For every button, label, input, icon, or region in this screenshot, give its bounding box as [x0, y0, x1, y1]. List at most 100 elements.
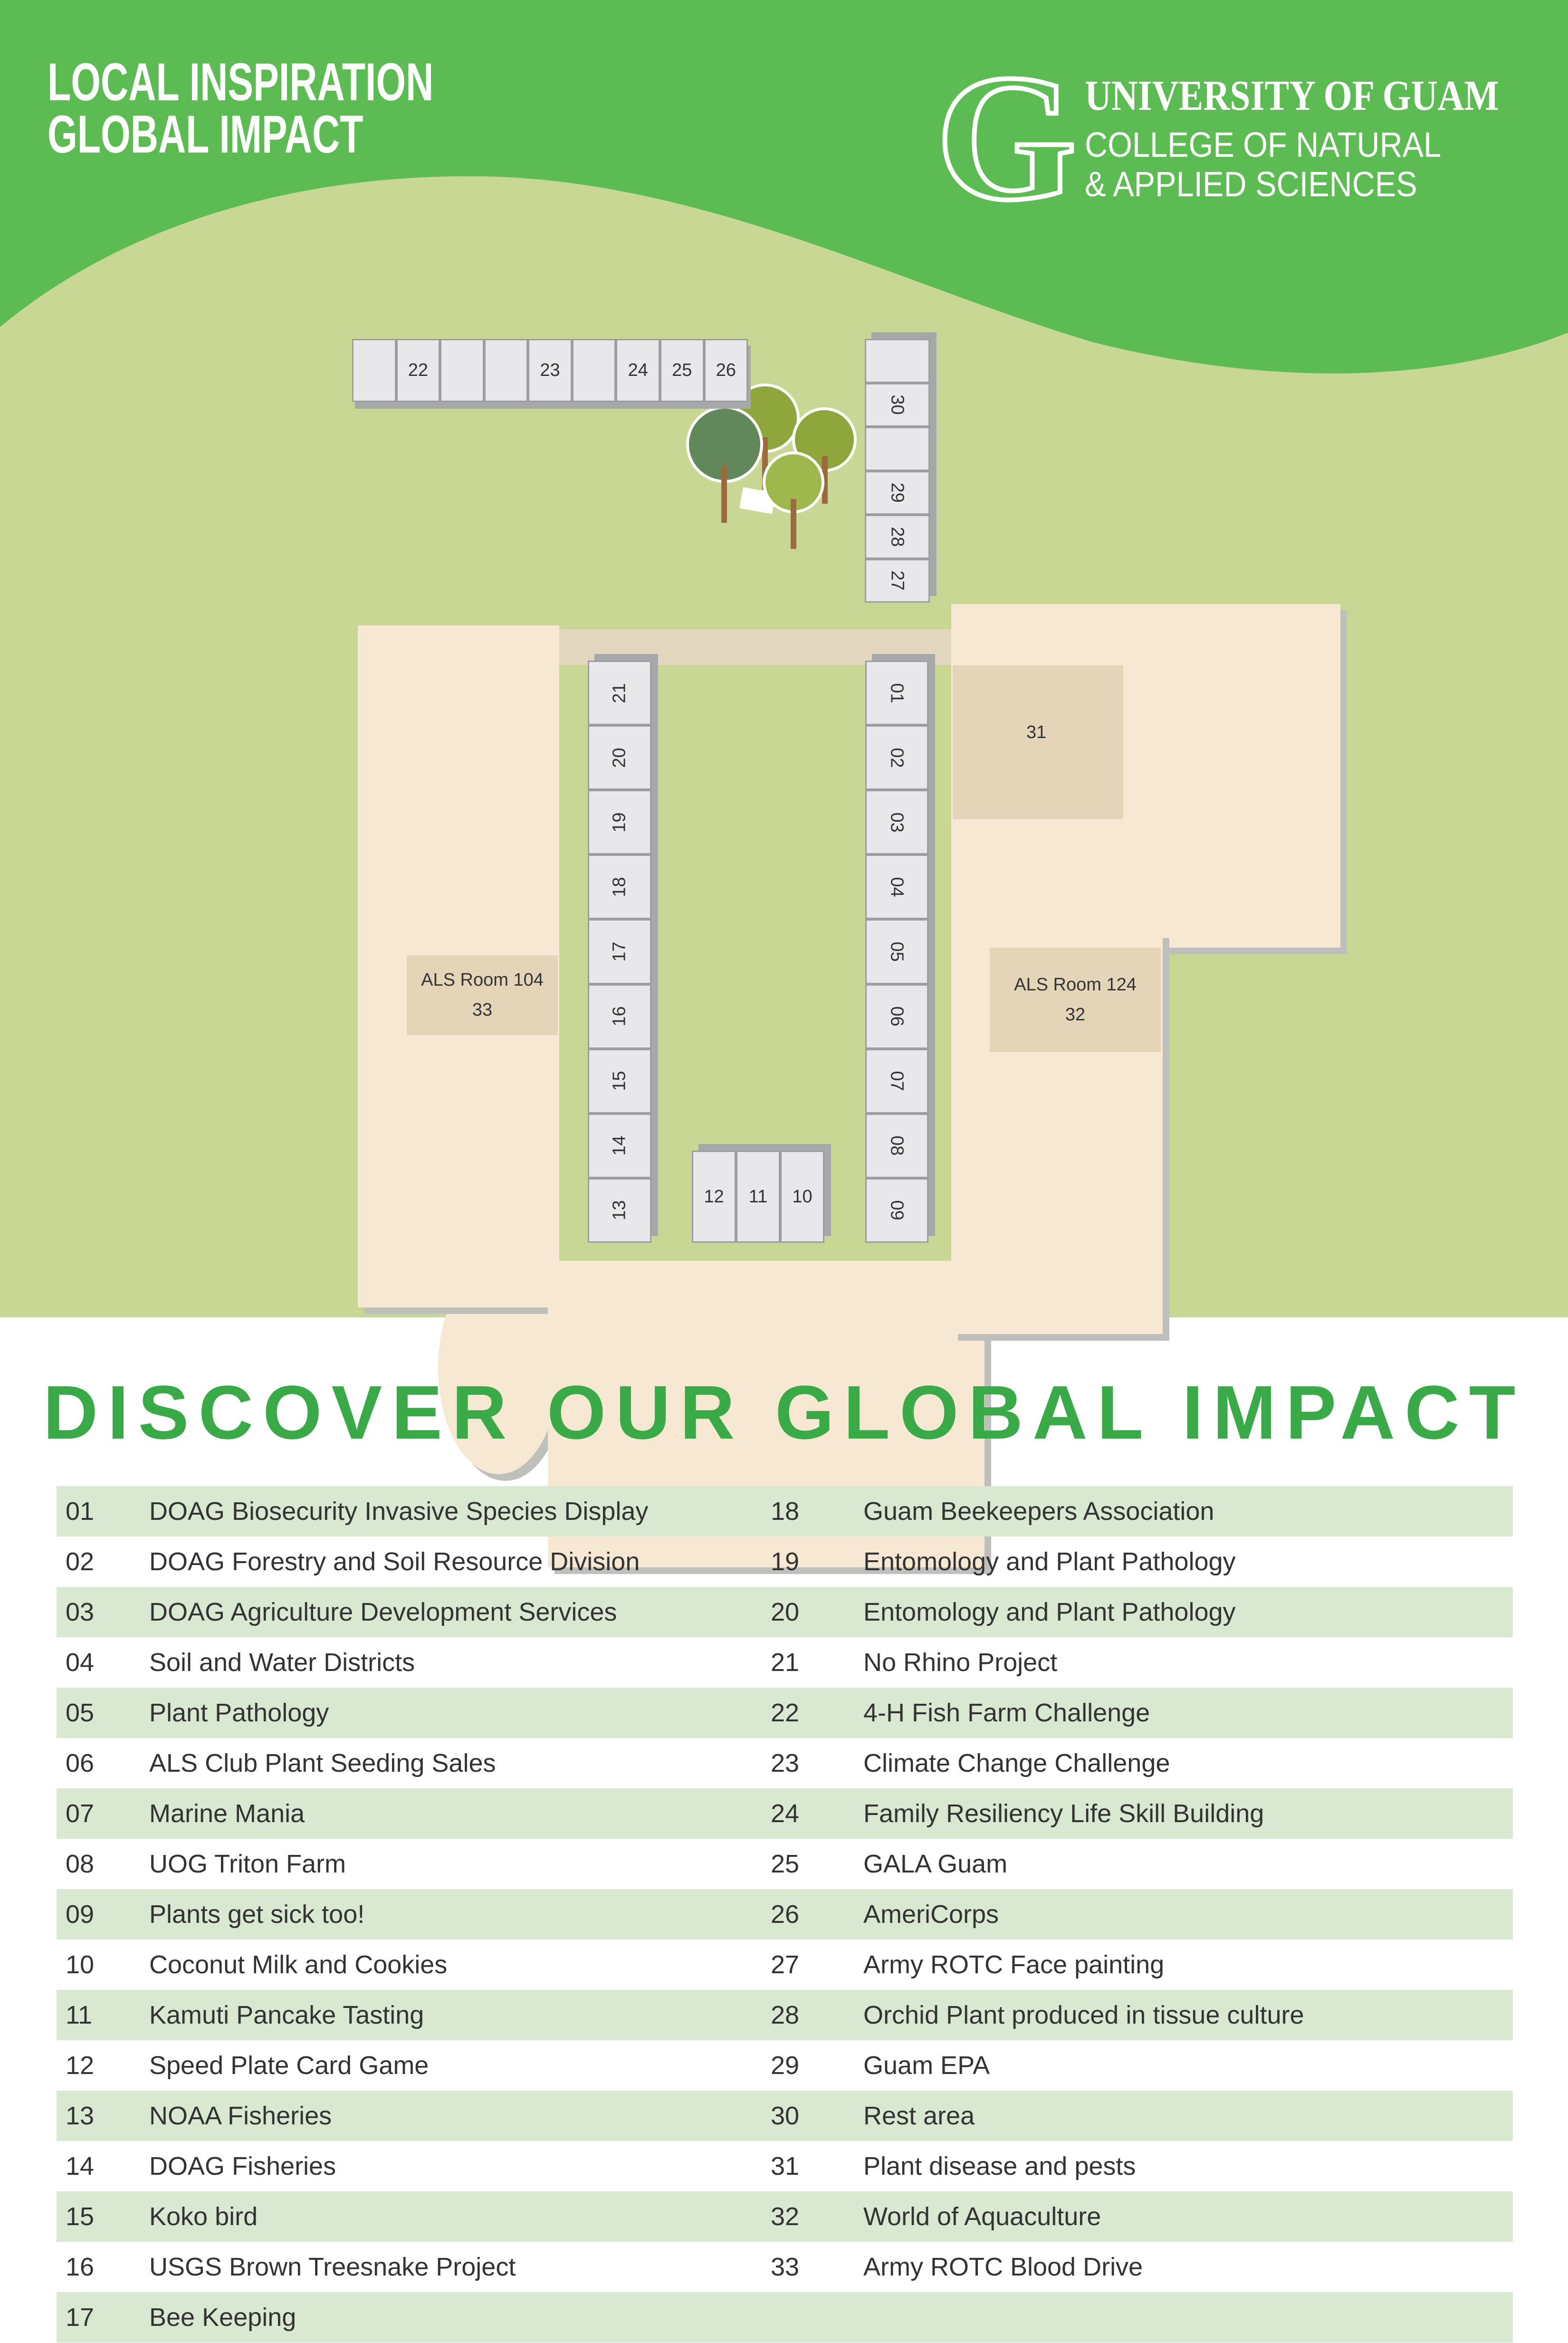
exhibitor-number: 17	[66, 2303, 95, 2332]
booth-number: 05	[887, 941, 907, 962]
booth-18[interactable]: 18	[588, 855, 651, 920]
exhibitor-name: Plant disease and pests	[863, 2152, 1136, 2180]
booth-15[interactable]: 15	[588, 1048, 651, 1114]
booth-number: 19	[609, 812, 630, 833]
exhibitor-number: 06	[66, 1749, 95, 1777]
booth-07[interactable]: 07	[865, 1048, 928, 1114]
booth-11[interactable]: 11	[736, 1151, 780, 1243]
booth-21[interactable]: 21	[588, 661, 651, 726]
exhibitor-number: 13	[66, 2102, 95, 2130]
booth-09[interactable]: 09	[865, 1178, 928, 1243]
booth-number: 24	[628, 360, 648, 380]
exhibitor-number: 28	[771, 2001, 800, 2029]
trees	[686, 384, 857, 549]
booth-number: 06	[887, 1006, 907, 1027]
booth-12[interactable]: 12	[692, 1151, 736, 1243]
exhibitor-name: NOAA Fisheries	[149, 2102, 332, 2130]
booth-empty[interactable]	[352, 339, 396, 402]
exhibitor-name: USGS Brown Treesnake Project	[149, 2253, 516, 2281]
booth-28[interactable]: 28	[865, 515, 930, 559]
booth-16[interactable]: 16	[588, 984, 651, 1049]
exhibitor-name: DOAG Biosecurity Invasive Species Displa…	[149, 1497, 649, 1526]
booth-25[interactable]: 25	[660, 339, 704, 402]
booth-05[interactable]: 05	[865, 919, 928, 984]
booth-number: 09	[887, 1200, 907, 1221]
exhibitor-name: Bee Keeping	[149, 2303, 296, 2332]
room-31[interactable]: 31	[953, 665, 1123, 819]
booth-20[interactable]: 20	[588, 725, 651, 790]
booth-number: 17	[609, 941, 630, 962]
booth-17[interactable]: 17	[588, 919, 651, 984]
booth-number: 11	[748, 1186, 768, 1207]
college-name-line-1: COLLEGE OF NATURAL	[1085, 125, 1442, 164]
exhibitor-number: 31	[771, 2152, 800, 2180]
exhibitor-number: 09	[66, 1900, 95, 1929]
exhibitor-number: 32	[771, 2202, 800, 2231]
booth-03[interactable]: 03	[865, 790, 928, 855]
booth-number: 21	[609, 682, 630, 703]
booth-24[interactable]: 24	[616, 339, 660, 402]
booth-26[interactable]: 26	[704, 339, 748, 402]
exhibitor-name: DOAG Fisheries	[149, 2152, 336, 2180]
exhibitor-name: Family Resiliency Life Skill Building	[863, 1799, 1264, 1828]
booth-14[interactable]: 14	[588, 1113, 651, 1178]
exhibitor-name: Kamuti Pancake Tasting	[149, 2001, 424, 2029]
booth-empty[interactable]	[484, 339, 528, 402]
exhibitor-number: 03	[66, 1598, 95, 1626]
exhibitor-number: 24	[771, 1799, 800, 1828]
exhibitor-name: Orchid Plant produced in tissue culture	[863, 2001, 1304, 2029]
booth-number: 13	[609, 1200, 630, 1221]
table-row: 07 Marine Mania 24 Family Resiliency Life S…	[57, 1788, 1513, 1839]
building-connector	[358, 1261, 1163, 1307]
exhibitor-number: 22	[771, 1699, 800, 1727]
booth-empty[interactable]	[865, 427, 930, 471]
booth-empty[interactable]	[865, 339, 930, 383]
university-name: UNIVERSITY OF GUAM	[1085, 72, 1499, 119]
booth-22[interactable]: 22	[396, 339, 440, 402]
exhibitor-name: Climate Change Challenge	[863, 1749, 1170, 1777]
booth-number: 29	[888, 482, 908, 503]
booth-number: 25	[672, 360, 692, 380]
booth-08[interactable]: 08	[865, 1113, 928, 1178]
tagline-line-2: GLOBAL IMPACT	[48, 105, 363, 164]
booth-column-left: 21 20 19 18 17 16 15 14 13	[588, 661, 651, 1243]
booth-01[interactable]: 01	[865, 661, 928, 726]
exhibitor-name: Koko bird	[149, 2202, 258, 2231]
booth-number: 04	[887, 877, 907, 897]
booth-number: 16	[609, 1006, 630, 1027]
booth-06[interactable]: 06	[865, 984, 928, 1049]
booth-empty[interactable]	[572, 339, 616, 402]
booth-30[interactable]: 30	[865, 383, 930, 427]
exhibitor-number: 04	[66, 1648, 95, 1677]
booth-27[interactable]: 27	[865, 558, 930, 603]
booth-number: 14	[609, 1135, 630, 1156]
exhibitor-name: Soil and Water Districts	[149, 1648, 415, 1677]
room-104-name: ALS Room 104	[421, 970, 544, 990]
exhibitor-name: Guam EPA	[863, 2051, 990, 2080]
booth-row-middle: 12 11 10	[692, 1151, 824, 1243]
booth-29[interactable]: 29	[865, 471, 930, 515]
booth-number: 30	[888, 394, 908, 415]
booth-04[interactable]: 04	[865, 855, 928, 920]
booth-10[interactable]: 10	[780, 1151, 824, 1243]
booth-number: 26	[716, 360, 736, 380]
booth-empty[interactable]	[440, 339, 484, 402]
exhibitor-name: Marine Mania	[149, 1799, 305, 1828]
exhibitor-name: Coconut Milk and Cookies	[149, 1950, 448, 1979]
booth-19[interactable]: 19	[588, 790, 651, 855]
booth-23[interactable]: 23	[528, 339, 572, 402]
room-31-label: 31	[1026, 722, 1047, 742]
exhibitor-number: 07	[66, 1799, 95, 1828]
booth-13[interactable]: 13	[588, 1178, 651, 1243]
booth-02[interactable]: 02	[865, 725, 928, 790]
exhibitor-number: 20	[771, 1598, 800, 1626]
